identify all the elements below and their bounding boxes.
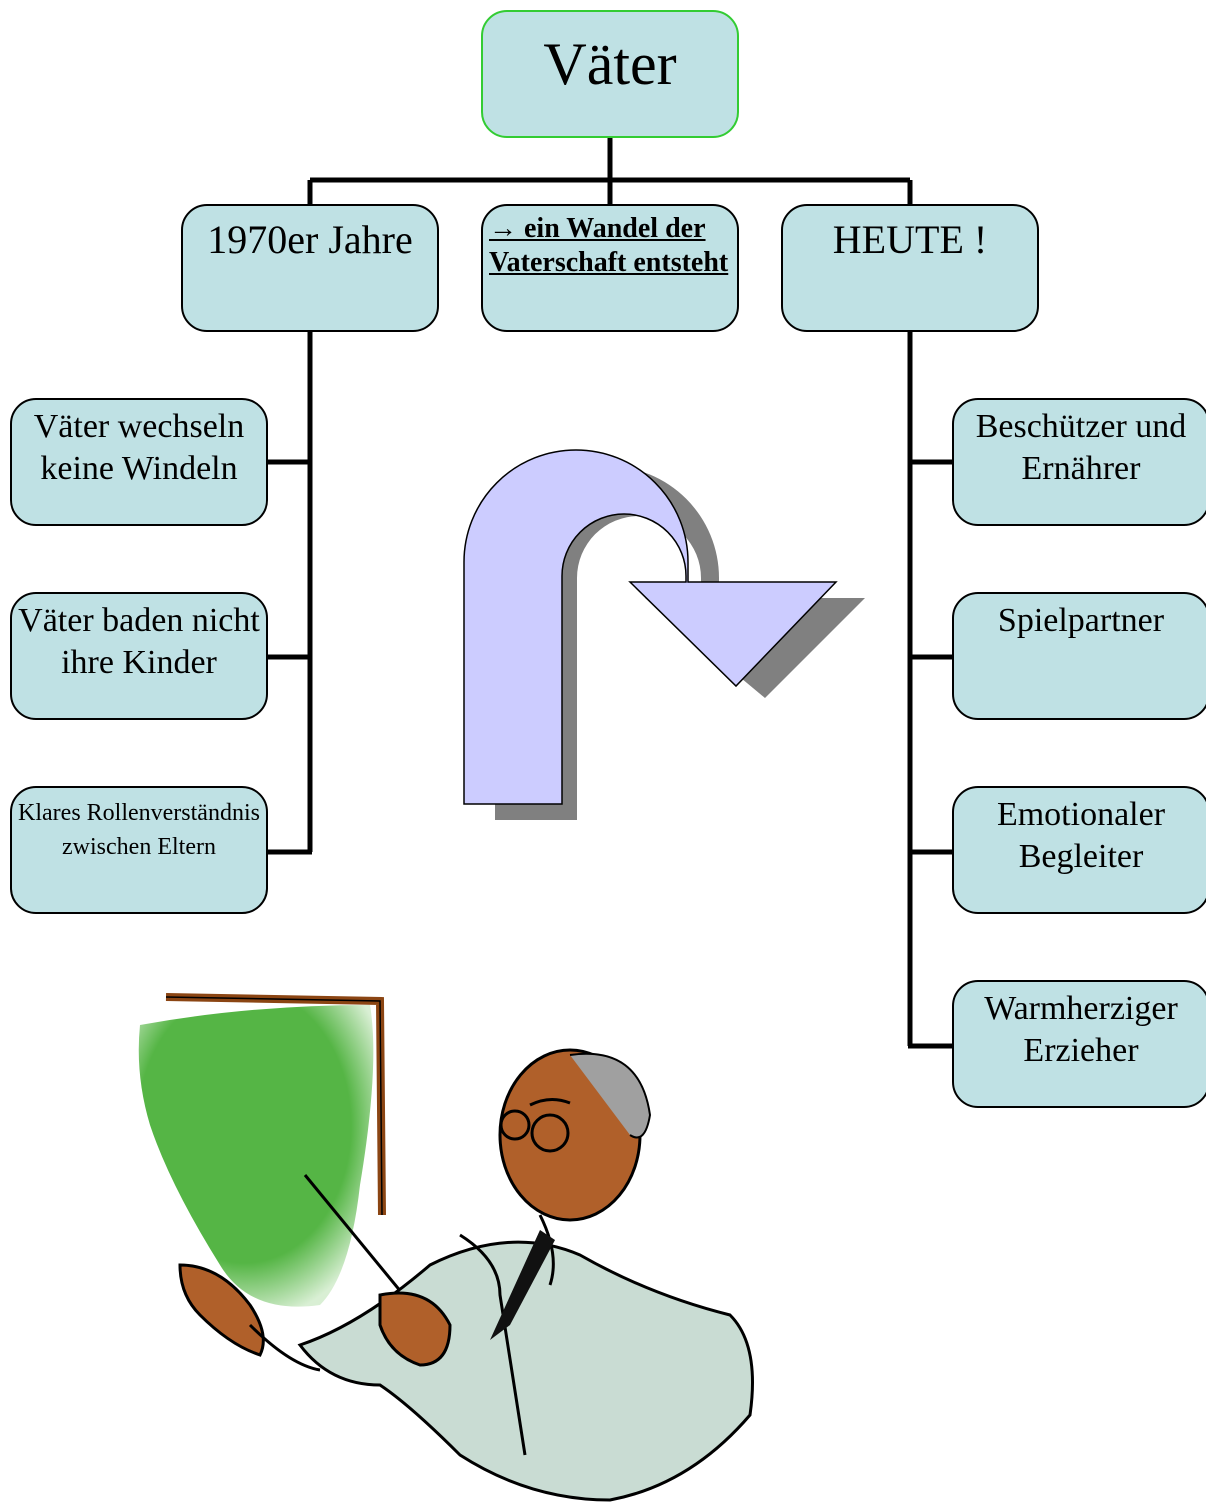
branch-node-1970er: 1970er Jahre — [181, 204, 439, 332]
teacher-at-board-illustration — [138, 993, 754, 1502]
branch-node-label: HEUTE ! — [832, 217, 988, 262]
branch-node-wandel: → ein Wandel der Vaterschaft entsteht — [481, 204, 739, 332]
child-node-label: Väter baden nicht ihre Kinder — [18, 602, 260, 681]
child-node-label: Väter wechseln keine Windeln — [33, 408, 245, 487]
child-node-begleiter: Emotionaler Begleiter — [952, 786, 1206, 914]
branch-node-label: → ein Wandel der Vaterschaft entsteht — [489, 213, 729, 278]
pointer-hand — [378, 1291, 452, 1367]
child-node-spielpartner: Spielpartner — [952, 592, 1206, 720]
child-node-label: Spielpartner — [997, 602, 1165, 639]
raised-hand — [178, 1263, 265, 1357]
child-node-label: Beschützer und Ernährer — [975, 408, 1187, 487]
branch-node-label: 1970er Jahre — [207, 217, 413, 262]
child-node-windeln: Väter wechseln keine Windeln — [10, 398, 268, 526]
root-node-label: Väter — [543, 31, 677, 97]
chalkboard — [138, 1005, 374, 1307]
root-node-vaeter: Väter — [481, 10, 739, 138]
child-node-beschuetzer: Beschützer und Ernährer — [952, 398, 1206, 526]
child-node-label: Klares Rollenverständnis zwischen Eltern — [18, 800, 260, 860]
child-node-baden: Väter baden nicht ihre Kinder — [10, 592, 268, 720]
child-node-erzieher: Warmherziger Erzieher — [952, 980, 1206, 1108]
u-turn-arrow-icon — [463, 449, 865, 820]
child-node-label: Warmherziger Erzieher — [984, 990, 1178, 1069]
child-node-label: Emotionaler Begleiter — [996, 796, 1166, 875]
child-node-rollen: Klares Rollenverständnis zwischen Eltern — [10, 786, 268, 914]
branch-node-heute: HEUTE ! — [781, 204, 1039, 332]
